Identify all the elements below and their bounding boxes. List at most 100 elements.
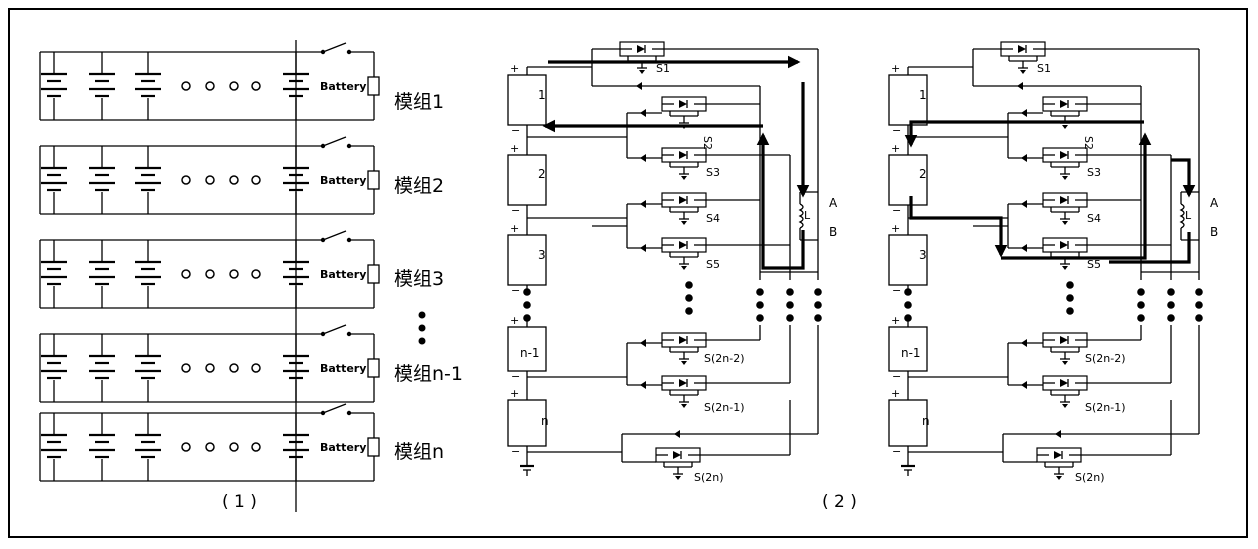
switch-label-s2: S2 <box>701 136 714 150</box>
mosfet-switch-icon <box>661 375 707 408</box>
gate-arrow <box>1062 176 1068 180</box>
plus-sign: + <box>510 222 519 235</box>
switch-blade <box>322 42 347 53</box>
cell-rect <box>507 326 547 372</box>
switch-label-s5: S5 <box>706 258 720 271</box>
load-resistor <box>367 76 380 96</box>
gate-arrow <box>1062 221 1068 225</box>
diode-icon <box>679 100 687 108</box>
module-label-2: 模组2 <box>394 175 444 197</box>
diode-icon <box>1017 82 1023 90</box>
inductor-label: L <box>1185 209 1192 222</box>
switch-blade <box>322 403 347 414</box>
diode-icon <box>673 451 681 459</box>
switch-label-s4: S4 <box>1087 212 1101 225</box>
diode-icon <box>1021 154 1027 162</box>
battery-cell-box: +− <box>888 222 928 297</box>
switch-label-s3: S3 <box>1087 166 1101 179</box>
diode-icon <box>1018 45 1026 53</box>
mosfet-switch-icon <box>1042 375 1088 408</box>
gate-arrow <box>639 70 645 74</box>
gate-arrow <box>681 266 687 270</box>
panel-2-circuit-b: +−+−+−+−+− <box>888 41 1203 480</box>
cell-label-2: 2 <box>538 167 546 181</box>
node-a-label: A <box>829 196 838 210</box>
ellipsis-dot <box>205 363 215 373</box>
ellipsis-dot <box>685 307 693 315</box>
figure-frame <box>8 8 1248 538</box>
ellipsis-dot <box>1137 314 1145 322</box>
battery-module-row: Battery <box>39 42 380 121</box>
diode-icon <box>1060 100 1068 108</box>
gate-arrow <box>681 404 687 408</box>
diode-icon <box>679 151 687 159</box>
mosfet-switch-icon <box>661 192 707 225</box>
node-a-label: A <box>1210 196 1219 210</box>
battery-cell-icon <box>41 334 67 402</box>
battery-cell-icon <box>89 334 115 402</box>
battery-cell-box: +− <box>888 314 928 383</box>
ellipsis-dot <box>205 269 215 279</box>
cell-label-n-1: n-1 <box>520 346 540 360</box>
current-flow-arrow <box>1109 232 1191 264</box>
minus-sign: − <box>511 370 520 383</box>
plus-sign: + <box>891 387 900 400</box>
battery-cell-box: +− <box>507 314 547 383</box>
cell-label-1: 1 <box>538 88 546 102</box>
cell-label-1: 1 <box>919 88 927 102</box>
switch-label-s2: S2 <box>1082 136 1095 150</box>
gate-arrow <box>681 176 687 180</box>
ellipsis-dot <box>756 301 764 309</box>
plus-sign: + <box>510 142 519 155</box>
minus-sign: − <box>511 445 520 458</box>
minus-sign: − <box>511 124 520 137</box>
switch-contact <box>346 237 352 243</box>
inductor-label: L <box>804 209 811 222</box>
ellipsis-dot <box>251 81 261 91</box>
ellipsis-dot <box>1195 301 1203 309</box>
battery-cell-box: +− <box>888 142 928 217</box>
battery-cell-box: +− <box>507 387 547 458</box>
gate-arrow <box>1020 70 1026 74</box>
module-label-n-1: 模组n-1 <box>394 363 463 385</box>
battery-cell-icon <box>89 413 115 481</box>
diode-icon <box>637 45 645 53</box>
battery-cell-icon <box>135 240 161 308</box>
cell-rect <box>888 399 928 447</box>
diode-icon <box>640 154 646 162</box>
ellipsis-dot <box>1066 294 1074 302</box>
diode-icon <box>679 196 687 204</box>
battery-label: Battery <box>320 80 366 93</box>
mosfet-switch-icon <box>1036 447 1082 480</box>
ellipsis-dot <box>786 314 794 322</box>
gate-arrow <box>1062 404 1068 408</box>
diode-icon <box>1054 451 1062 459</box>
mosfet-switch-icon <box>655 447 701 480</box>
gate-arrow <box>675 476 681 480</box>
diode-icon <box>679 379 687 387</box>
current-flow-arrow <box>1171 158 1196 198</box>
battery-module-row: Battery <box>39 230 380 309</box>
load-resistor <box>367 264 380 284</box>
ellipsis-dot <box>904 301 912 309</box>
switch-label-s2n: S(2n) <box>694 471 724 484</box>
battery-cell-icon <box>135 334 161 402</box>
plus-sign: + <box>891 142 900 155</box>
plus-sign: + <box>891 62 900 75</box>
battery-cell-box: +− <box>507 222 547 297</box>
switch-label-s1: S1 <box>1037 62 1051 75</box>
minus-sign: − <box>511 284 520 297</box>
ellipsis-dot <box>181 363 191 373</box>
switch-label-s2n-2: S(2n-2) <box>1085 352 1126 365</box>
ellipsis-dot <box>251 363 261 373</box>
battery-cell-icon <box>41 52 67 120</box>
switch-label-s2n: S(2n) <box>1075 471 1105 484</box>
mosfet-switch-icon <box>1042 96 1088 129</box>
battery-cell-icon <box>135 146 161 214</box>
ellipsis-dot <box>814 314 822 322</box>
switch-contact <box>346 410 352 416</box>
ellipsis-dot <box>756 314 764 322</box>
battery-cell-icon <box>41 413 67 481</box>
ellipsis-dot <box>523 314 531 322</box>
panel-1-caption: ( 1 ) <box>222 492 257 512</box>
